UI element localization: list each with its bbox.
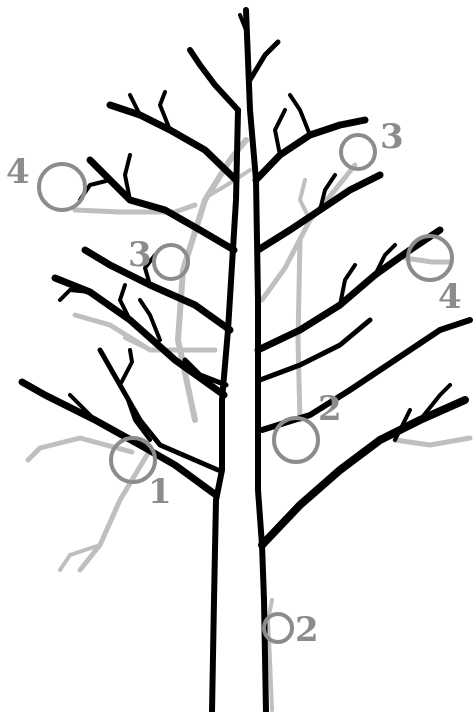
- removed-branch-right-tip: [405, 258, 450, 262]
- removed-branch-right-low: [395, 438, 470, 445]
- removed-branch-left-upper: [75, 205, 195, 212]
- scaffold-left-2: [55, 278, 224, 395]
- crown-right: [250, 42, 278, 80]
- scaffold-right-2: [258, 230, 440, 350]
- callout-label-c2a: 2: [318, 389, 342, 429]
- scaffold-left-1-twig-a: [120, 350, 132, 385]
- scaffold-right-4-twig-a: [290, 95, 310, 135]
- trunk-left-edge: [212, 500, 216, 712]
- removed-branch-right-upper: [262, 165, 355, 300]
- crown-left: [190, 50, 238, 110]
- scaffold-right-3: [258, 175, 380, 250]
- removed-branch-left-low: [28, 438, 132, 460]
- scaffold-left-3: [85, 250, 230, 330]
- scaffold-left-4: [90, 160, 234, 250]
- callout-label-c3b: 3: [380, 117, 404, 157]
- callout-label-c2b: 2: [295, 610, 319, 650]
- marker-c4a: [39, 164, 85, 210]
- removed-branch-left-lower: [80, 450, 150, 570]
- scaffold-right-2-inner: [260, 320, 370, 380]
- callout-label-c1: 1: [148, 472, 172, 512]
- callout-label-c3a: 3: [128, 235, 152, 275]
- scaffold-right-4-twig-b: [275, 110, 285, 155]
- marker-c2a: [274, 418, 318, 462]
- marker-c3b: [341, 135, 375, 169]
- main-tree: [22, 10, 470, 712]
- callout-label-c4b: 4: [438, 277, 462, 317]
- scaffold-left-5: [110, 105, 236, 180]
- leader-right: [246, 10, 262, 545]
- callout-label-c4a: 4: [6, 152, 30, 192]
- scaffold-left-2-twig-b: [60, 290, 90, 300]
